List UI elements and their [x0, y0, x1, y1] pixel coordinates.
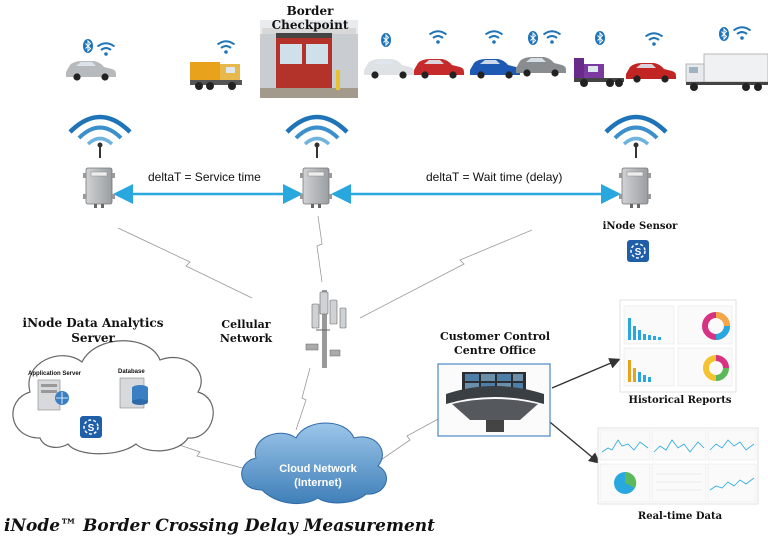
inode-sensor-label: iNode Sensor: [602, 221, 678, 232]
booth-photo: [260, 20, 358, 98]
vehicle-row: [66, 20, 768, 98]
truck-dump: [190, 62, 242, 90]
cellular-line1: Cellular: [221, 318, 271, 331]
truck-purple: [574, 58, 624, 87]
arrow-to-historical: [551, 358, 621, 389]
link-cloud-control: [371, 417, 441, 467]
bluetooth-icon: [718, 26, 730, 42]
arrow-to-realtime: [544, 417, 601, 464]
cloud-network: [241, 422, 388, 504]
diagram-title: iNode™ Border Crossing Delay Measurement: [4, 516, 435, 536]
wifi-icon: [484, 30, 504, 45]
realtime-data-label: Real-time Data: [637, 511, 723, 522]
inode-logo: [79, 415, 103, 439]
historical-reports-label: Historical Reports: [628, 395, 732, 406]
database-label: Database: [118, 369, 145, 375]
link-sensor1-tower: [117, 227, 253, 299]
car-red2: [626, 63, 676, 83]
wifi-icon: [542, 30, 562, 45]
wifi-icon: [644, 32, 664, 47]
wifi-icon: [216, 40, 236, 55]
bluetooth-icon: [82, 38, 94, 54]
control-centre-label: Customer Control Centre Office: [430, 330, 560, 358]
border-checkpoint-label: Border Checkpoint: [271, 4, 349, 32]
analytics-server-label: iNode Data Analytics Server: [8, 316, 178, 346]
truck-trailer: [685, 53, 768, 91]
cloud-network-label: Cloud Network (Internet): [258, 462, 378, 490]
car-red: [414, 59, 464, 79]
historical-reports-dashboard: [619, 299, 737, 393]
realtime-dashboard: [597, 427, 759, 505]
car-silver: [66, 61, 116, 81]
control-line1: Customer Control: [439, 330, 551, 343]
application-server-label: Application Server: [28, 371, 82, 377]
link-tower-cloud: [295, 367, 311, 431]
server-cloud: [12, 340, 214, 455]
cloud-line2: (Internet): [294, 477, 342, 489]
wait-time-label: deltaT = Wait time (delay): [426, 170, 563, 184]
control-line2: Centre Office: [454, 344, 536, 357]
database-icon: [119, 377, 148, 409]
bluetooth-icon: [380, 32, 392, 48]
analytics-server-line1: iNode Data Analytics: [22, 316, 164, 330]
car-white: [364, 59, 414, 79]
cellular-network-label: Cellular Network: [206, 318, 286, 346]
link-sensor3-tower: [359, 229, 533, 319]
server-icon: [37, 379, 69, 411]
cloud-line1: Cloud Network: [279, 463, 357, 475]
link-sensor2-tower: [316, 215, 323, 283]
car-blue: [470, 59, 520, 79]
wifi-icon: [96, 42, 116, 57]
cell-tower: [305, 290, 347, 368]
car-suv: [516, 57, 566, 77]
wifi-icon: [732, 26, 752, 41]
wifi-icon: [428, 30, 448, 45]
bluetooth-icon: [594, 30, 606, 46]
service-time-label: deltaT = Service time: [148, 170, 261, 184]
analytics-server-line2: Server: [71, 331, 115, 345]
bluetooth-icon: [527, 30, 539, 46]
inode-logo: [626, 239, 650, 263]
control-room: [437, 363, 551, 437]
cellular-line2: Network: [219, 332, 273, 345]
